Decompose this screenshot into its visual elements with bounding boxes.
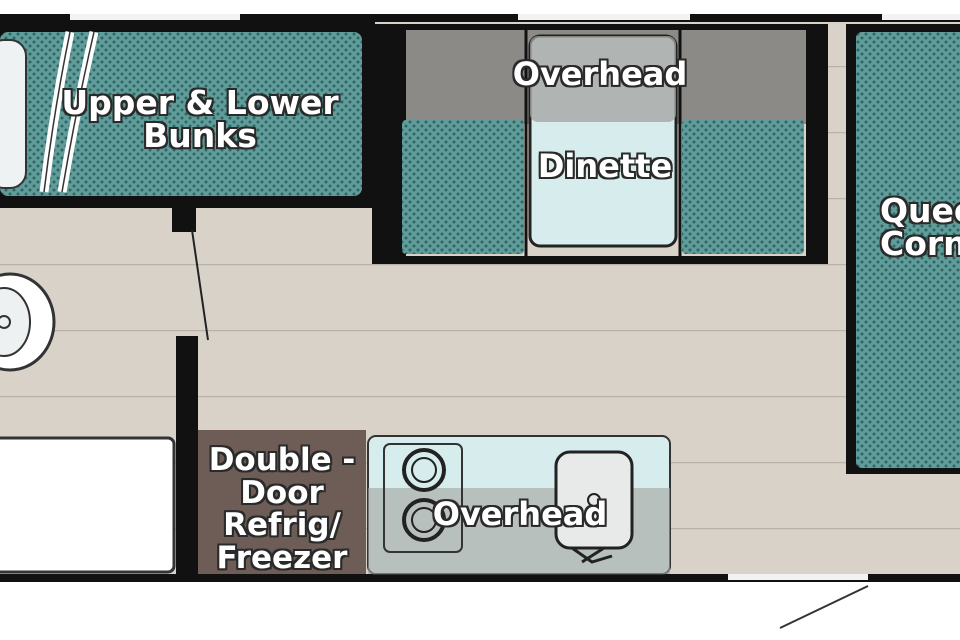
dinette-bench-right	[682, 120, 804, 254]
dinette-overhead-label: Overhead	[512, 55, 688, 93]
shower	[0, 436, 176, 574]
queen-bed-label: Queen Corner	[880, 191, 960, 263]
bunks-label: Upper & Lower Bunks	[61, 83, 339, 155]
bottom-wall	[0, 574, 960, 582]
bath-partition	[176, 336, 198, 580]
queen-bed-mattress	[856, 32, 960, 468]
bunk-ladder-icon	[39, 30, 99, 193]
dinette-label: Dinette	[537, 147, 673, 185]
kitchen-overhead-label: Overhead	[432, 495, 608, 533]
toilet-icon	[0, 272, 56, 372]
top-wall	[0, 14, 960, 22]
refrigerator	[198, 430, 366, 574]
entry-door	[779, 585, 869, 629]
dinette-bench-left	[402, 120, 524, 254]
stove-burner-icon	[383, 443, 463, 553]
bunk-pillow	[0, 39, 27, 189]
bunk-mattress	[0, 32, 362, 196]
sink-icon	[554, 450, 634, 550]
refrigerator-label: Double -Door Refrig/ Freezer	[208, 442, 356, 576]
bunk-room-door	[191, 229, 209, 341]
faucet-icon	[571, 546, 613, 564]
